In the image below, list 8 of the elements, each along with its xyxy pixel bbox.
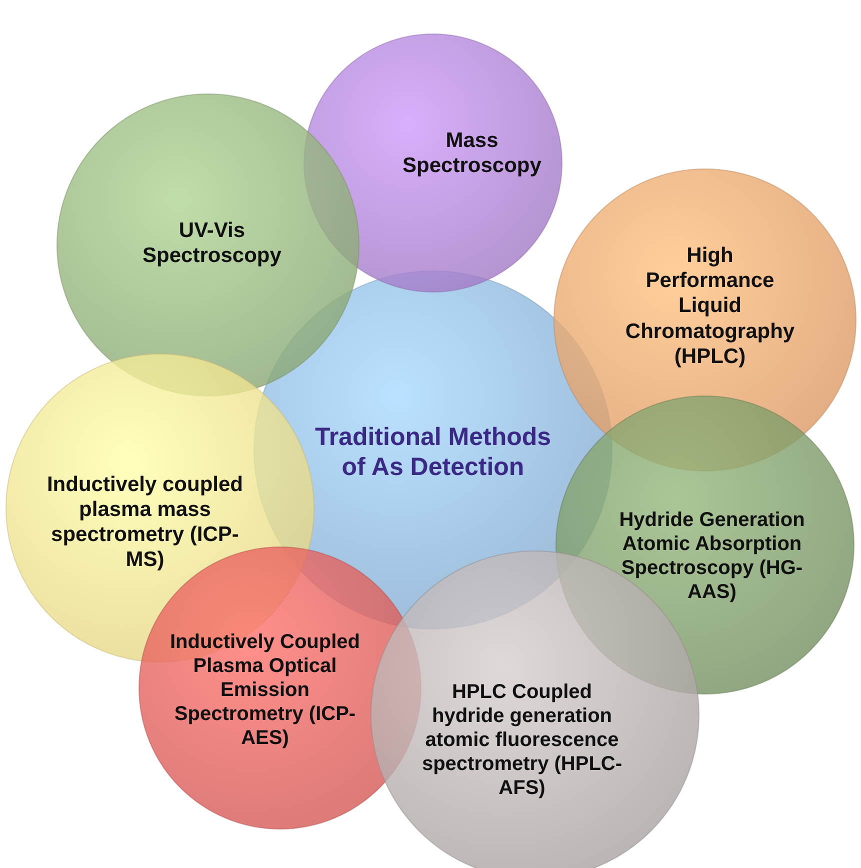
method-label: Mass Spectroscopy	[402, 128, 542, 178]
method-label: HPLC Coupled hydride generation atomic fluorescence spectrometry (HPLC-AFS)	[420, 680, 624, 800]
method-label: High Performance Liquid Chromatography (HPLC)	[624, 243, 796, 369]
method-label: Hydride Generation Atomic Absorption Spectroscopy (HG-AAS)	[618, 508, 806, 604]
central-title: Traditional Methods of As Detection	[314, 422, 552, 482]
method-label: Inductively Coupled Plasma Optical Emission Spectrometry (ICP-AES)	[168, 630, 362, 750]
method-label: Inductively coupled plasma mass spectrometry (ICP-MS)	[46, 472, 244, 572]
method-label: UV-Vis Spectroscopy	[142, 218, 282, 268]
